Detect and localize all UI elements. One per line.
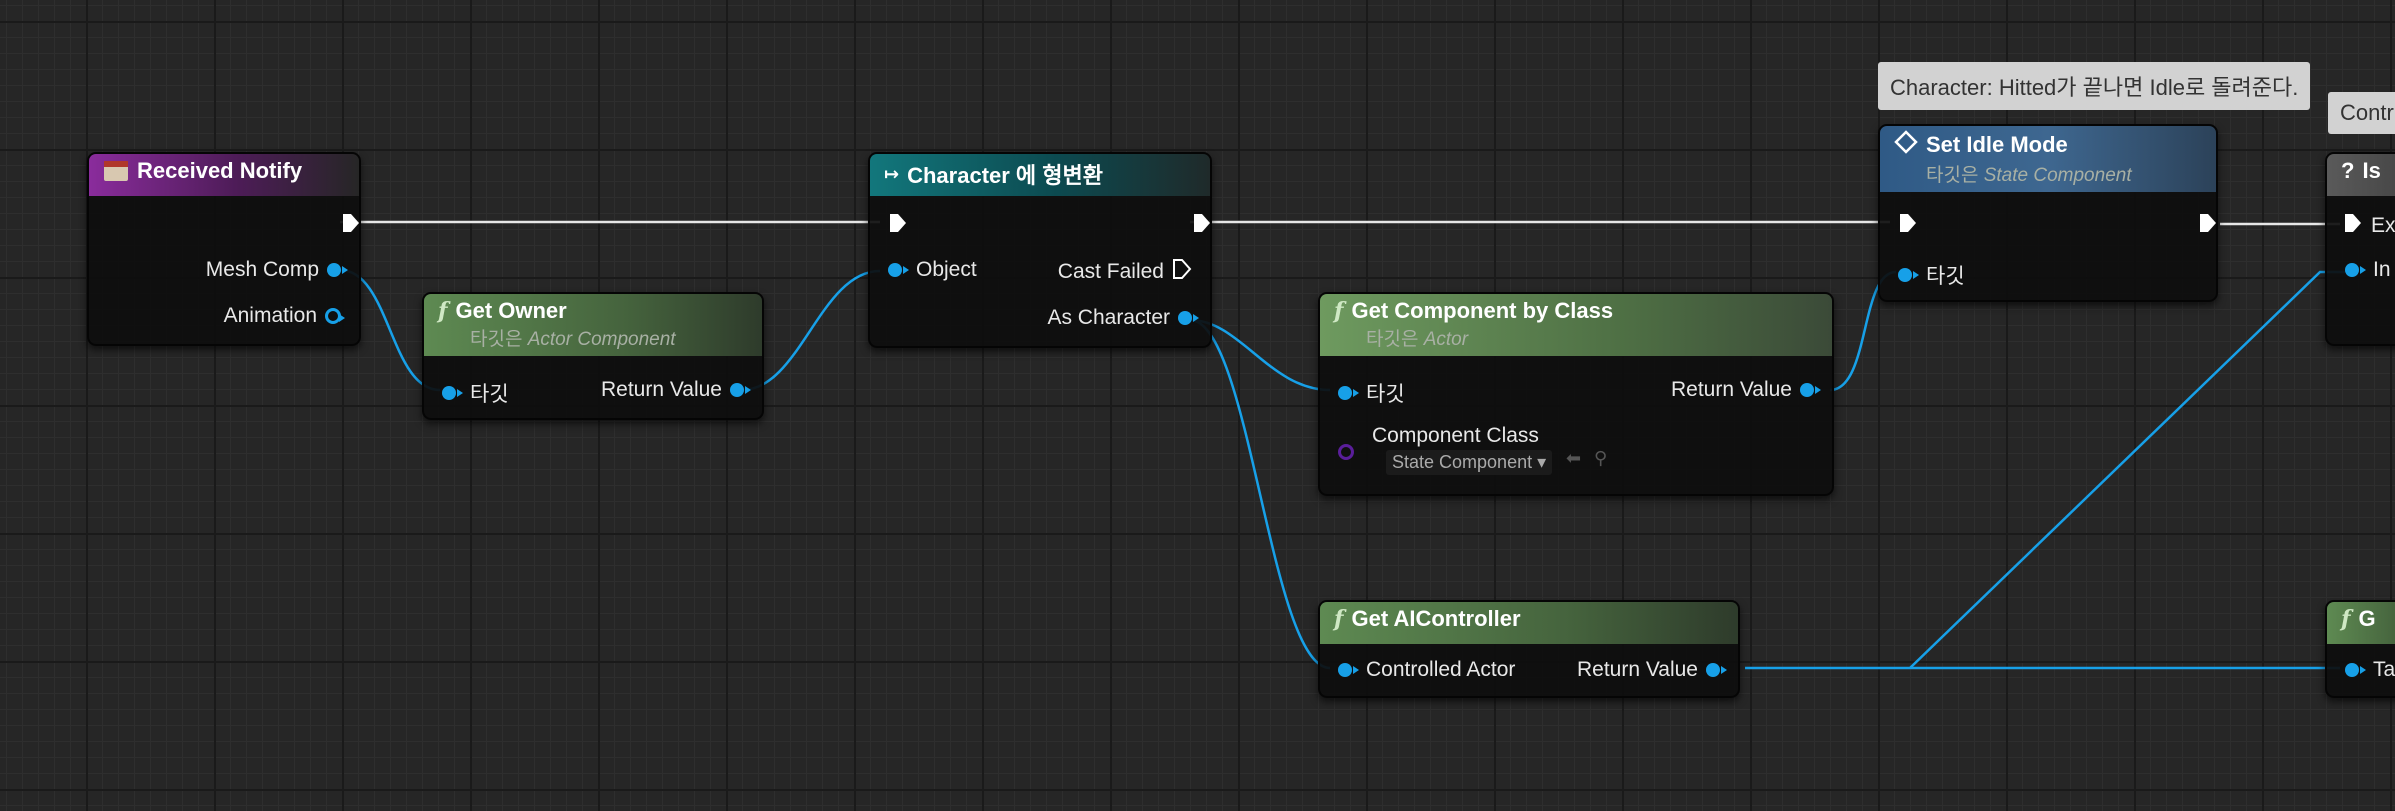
object-pin[interactable]: Object — [888, 258, 977, 282]
target-pin[interactable]: 타깃 — [1338, 378, 1405, 408]
node-header: f Get Owner 타깃은 Actor Component — [424, 294, 762, 356]
node-header: f Get Component by Class 타깃은 Actor — [1320, 294, 1832, 356]
target-pin[interactable]: Ta — [2345, 658, 2395, 682]
object-pin-icon — [730, 383, 751, 397]
function-icon: f — [2341, 606, 2351, 632]
cast-failed-pin[interactable]: Cast Failed — [1058, 258, 1192, 286]
exec-icon — [2343, 212, 2363, 240]
received-notify-node[interactable]: Received Notify Mesh Comp Animation — [87, 152, 361, 346]
object-pin-icon — [442, 386, 463, 400]
as-character-pin[interactable]: As Character — [1047, 306, 1199, 330]
data-wire — [1909, 270, 2345, 669]
node-subtitle: 타깃은 Actor Component — [470, 329, 676, 350]
node-title: Get Owner — [455, 298, 567, 323]
node-header: ? Is — [2327, 154, 2395, 196]
class-pin-icon[interactable] — [1338, 444, 1354, 460]
chevron-down-icon: ▾ — [1532, 452, 1547, 472]
diamond-icon — [1894, 130, 1918, 160]
object-pin-icon — [1178, 311, 1199, 325]
controlled-actor-pin[interactable]: Controlled Actor — [1338, 658, 1515, 682]
get-owner-node[interactable]: f Get Owner 타깃은 Actor Component 타깃 Return… — [422, 292, 764, 420]
return-value-pin[interactable]: Return Value — [601, 378, 751, 402]
object-pin-icon — [1898, 268, 1919, 282]
node-header: Set Idle Mode 타깃은 State Component — [1880, 126, 2216, 192]
cast-icon: ↦ — [884, 163, 900, 184]
animation-pin[interactable]: Animation — [224, 304, 345, 328]
question-icon: ? — [2341, 158, 2355, 183]
comment-bubble[interactable]: Character: Hitted가 끝나면 Idle로 돌려준다. — [1878, 62, 2311, 110]
object-pin-icon — [1338, 663, 1359, 677]
node-title: Character 에 형변환 — [907, 163, 1103, 188]
is-node[interactable]: ? Is Ex In — [2325, 152, 2395, 346]
node-title: Set Idle Mode — [1926, 132, 2068, 157]
object-pin-icon — [888, 263, 909, 277]
object-pin-icon — [1706, 663, 1727, 677]
exec-outline-icon — [1172, 258, 1192, 286]
function-icon: f — [1334, 606, 1344, 632]
object-pin-icon — [1338, 386, 1359, 400]
return-value-pin[interactable]: Return Value — [1671, 378, 1821, 402]
node-title: G — [2358, 606, 2376, 631]
object-pin-icon — [2345, 263, 2366, 277]
node-subtitle: 타깃은 State Component — [1926, 165, 2132, 186]
function-icon: f — [438, 298, 448, 324]
target-pin[interactable]: 타깃 — [442, 378, 509, 408]
comment-bubble[interactable]: Contr — [2328, 92, 2395, 134]
function-icon: f — [1334, 298, 1344, 324]
node-title: Get Component by Class — [1351, 298, 1614, 323]
get-aicontroller-node[interactable]: f Get AIController Controlled Actor Retur… — [1318, 600, 1740, 698]
component-class-label: Component Class — [1372, 424, 1539, 447]
node-header: ↦ Character 에 형변환 — [870, 154, 1210, 196]
get-component-by-class-node[interactable]: f Get Component by Class 타깃은 Actor 타깃 Ret… — [1318, 292, 1834, 496]
set-idle-mode-node[interactable]: Set Idle Mode 타깃은 State Component 타깃 — [1878, 124, 2218, 302]
node-header: Received Notify — [89, 154, 359, 196]
target-pin[interactable]: 타깃 — [1898, 260, 1965, 290]
object-pin-icon — [327, 263, 348, 277]
node-title: Received Notify — [137, 158, 303, 183]
object-pin-icon — [2345, 663, 2366, 677]
mesh-comp-pin[interactable]: Mesh Comp — [206, 258, 348, 282]
object-pin-icon — [1800, 383, 1821, 397]
input-pin[interactable]: In — [2345, 258, 2391, 282]
data-wire — [1189, 318, 1331, 670]
event-icon — [103, 159, 129, 183]
exec-in-pin[interactable]: Ex — [2343, 212, 2395, 240]
cast-to-character-node[interactable]: ↦ Character 에 형변환 Object Cast Failed As C… — [868, 152, 1212, 348]
node-title: Is — [2362, 158, 2381, 183]
object-pin-icon — [325, 308, 345, 324]
browse-icon[interactable]: ⚲ — [1594, 448, 1608, 468]
component-class-dropdown[interactable]: State Component ▾ — [1386, 450, 1553, 475]
node-title: Get AIController — [1351, 606, 1521, 631]
node-header: f Get AIController — [1320, 602, 1738, 644]
use-selected-icon[interactable]: ⬅ — [1566, 448, 1582, 468]
return-value-pin[interactable]: Return Value — [1577, 658, 1727, 682]
node-subtitle: 타깃은 Actor — [1366, 329, 1469, 350]
